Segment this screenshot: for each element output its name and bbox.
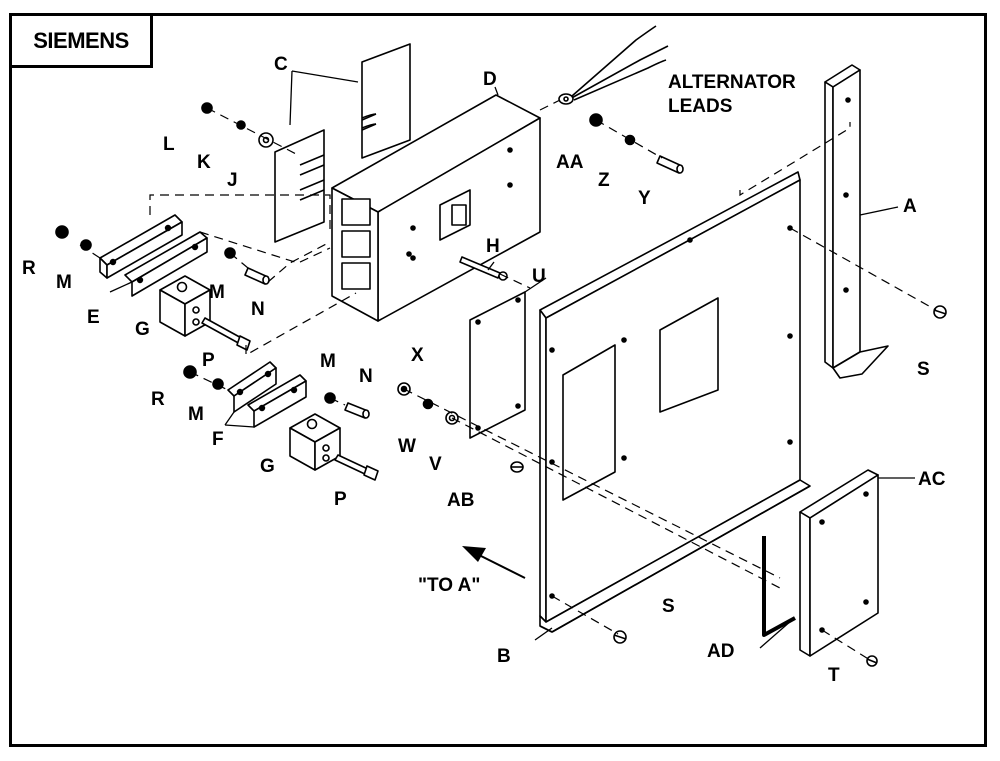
caption-to-a: "TO A" [418,575,480,596]
washer-j [258,132,274,148]
part-g-lug-lower [289,413,341,471]
part-d-enclosure [331,94,541,322]
to-a-arrow [462,546,526,579]
part-g-lug-upper [159,275,211,337]
part-a-bracket [824,64,889,379]
part-ac-side-plate [799,469,879,657]
label-ad: AD [707,641,734,662]
label-p-lower: P [334,489,347,510]
label-ac: AC [918,469,946,490]
label-w: W [398,436,416,457]
label-s-upper: S [917,359,930,380]
screw-n-lower [344,402,370,419]
screw-t [866,655,878,667]
label-t: T [828,665,840,686]
label-j: J [227,170,238,191]
part-f-busbars [227,361,307,428]
brand-name: SIEMENS [33,27,129,53]
washer-z [624,134,636,146]
label-x: X [411,345,424,366]
label-r-lower: R [151,389,165,410]
part-u-cover-plate [469,291,526,439]
label-p-upper: P [202,350,215,371]
caption-alternator: ALTERNATOR [668,72,796,93]
screw-s-lower [613,630,627,644]
label-s-lower: S [662,596,675,617]
part-e-busbars [99,214,208,297]
part-b-main-panel [539,171,811,633]
label-m-lower: M [320,351,336,372]
label-c: C [274,54,288,75]
label-u: U [532,266,546,287]
assembly-guide-lines [79,99,937,661]
label-e: E [87,307,100,328]
label-g-lower: G [260,456,275,477]
label-aa: AA [556,152,584,173]
brand-logo-box: SIEMENS [12,16,153,68]
nut-r-upper [55,225,69,239]
part-c-plates [274,43,411,243]
screw-h [459,256,508,281]
caption-leads: LEADS [668,96,732,117]
leader-lines [109,70,915,649]
label-m-upper: M [209,282,225,303]
label-ab: AB [447,490,474,511]
label-v: V [429,454,442,475]
label-k: K [197,152,211,173]
stud-ab [510,461,524,473]
label-y: Y [638,188,651,209]
screw-y [656,155,684,174]
screw-p-upper [201,317,251,351]
screw-s-upper [933,305,947,319]
washer-w [422,398,434,410]
part-labels: C D L K J AA Z Y A H R M M N E U G P S X… [22,54,946,686]
part-ad-strip [762,536,796,637]
alternator-leads [558,25,669,105]
screw-p-lower [334,454,379,481]
label-l: L [163,134,175,155]
label-f: F [212,429,224,450]
screw-n-upper [244,267,270,285]
label-z: Z [598,170,610,191]
diagram-frame [9,13,987,747]
label-a: A [903,196,917,217]
label-r-upper: R [22,258,36,279]
label-n-lower: N [359,366,373,387]
label-b: B [497,646,511,667]
label-m-upper-left: M [56,272,72,293]
label-d: D [483,69,497,90]
label-g-upper: G [135,319,150,340]
label-h: H [486,236,500,257]
label-n-upper: N [251,299,265,320]
label-m-lower-left: M [188,404,204,425]
